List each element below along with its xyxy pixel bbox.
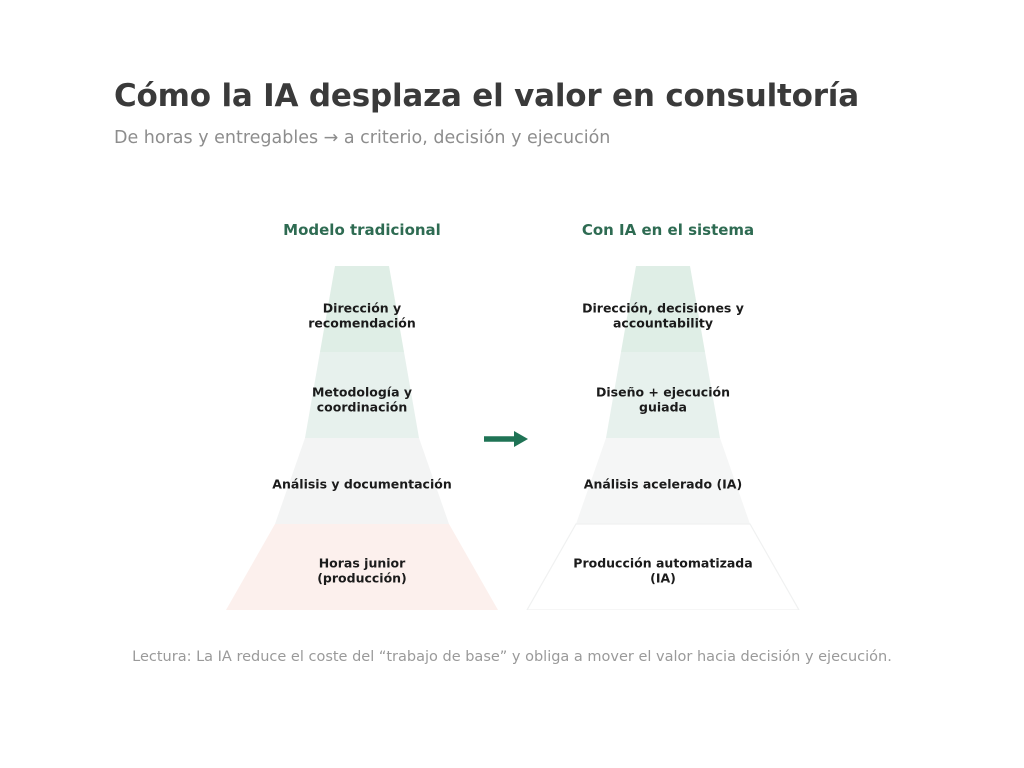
- page-title: Cómo la IA desplaza el valor en consulto…: [114, 78, 859, 114]
- pyramid-traditional-labels: Dirección y recomendación Metodología y …: [222, 266, 502, 610]
- layer-label-left-1: Metodología y coordinación: [311, 384, 413, 414]
- column-header-with-ai: Con IA en el sistema: [581, 221, 755, 239]
- header-block: Cómo la IA desplaza el valor en consulto…: [114, 78, 934, 149]
- flow-arrow: [484, 430, 528, 448]
- layer-label-left-0: Dirección y recomendación: [308, 300, 416, 330]
- layer-label-right-1: Diseño + ejecución guiada: [596, 384, 730, 414]
- pyramid-right-band-2: [576, 438, 750, 524]
- arrow-right-icon: [484, 431, 528, 447]
- pyramid-with-ai: Dirección, decisiones y accountability D…: [523, 266, 803, 610]
- column-header-traditional: Modelo tradicional: [283, 221, 441, 239]
- pyramid-left-band-2: [275, 438, 449, 524]
- pyramid-left-band-1: [305, 352, 419, 438]
- layer-label-right-3: Producción automatizada (IA): [573, 555, 753, 585]
- pyramid-right-band-1: [606, 352, 720, 438]
- pyramid-left-band-3: [226, 524, 498, 610]
- layer-label-left-3: Horas junior (producción): [317, 555, 407, 585]
- footer-note: Lectura: La IA reduce el coste del “trab…: [132, 649, 892, 665]
- page-subtitle: De horas y entregables → a criterio, dec…: [114, 127, 611, 148]
- layer-label-right-2: Análisis acelerado (IA): [583, 476, 743, 492]
- layer-label-left-2: Análisis y documentación: [272, 476, 452, 492]
- pyramid-with-ai-shape: [526, 266, 800, 610]
- pyramid-traditional-shape: [226, 266, 498, 610]
- pyramid-right-band-0: [621, 266, 705, 352]
- pyramid-with-ai-labels: Dirección, decisiones y accountability D…: [523, 266, 803, 610]
- pyramid-traditional: Dirección y recomendación Metodología y …: [222, 266, 502, 610]
- pyramid-left-band-0: [320, 266, 404, 352]
- pyramid-right-band-3: [526, 523, 800, 610]
- layer-label-right-0: Dirección, decisiones y accountability: [582, 300, 744, 330]
